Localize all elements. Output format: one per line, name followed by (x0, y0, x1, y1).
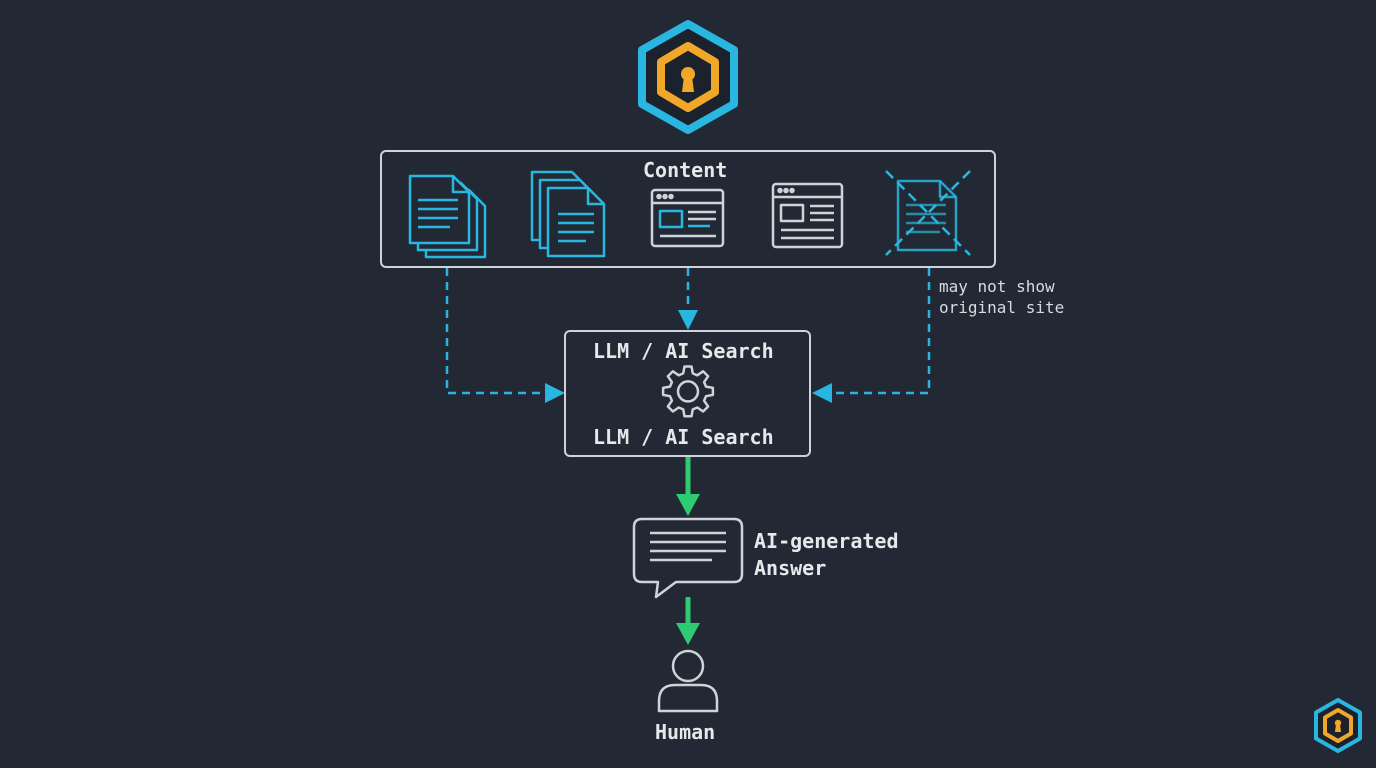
green-arrowhead (676, 623, 700, 645)
answer-label: AI-generated Answer (754, 528, 899, 582)
webpage-icon (771, 182, 844, 249)
side-note: may not show original site (939, 276, 1064, 318)
crossed-out-document-icon (885, 170, 971, 256)
llm-label-top: LLM / AI Search (593, 339, 774, 363)
dashed-connector-left (445, 268, 548, 395)
side-note-line-1: may not show (939, 277, 1055, 296)
human-label: Human (655, 720, 716, 744)
multi-page-document-icon (530, 170, 606, 258)
llm-label-bottom: LLM / AI Search (593, 425, 774, 449)
hexagon-keyhole-logo-icon (638, 20, 738, 134)
hexagon-keyhole-small-logo-icon (1314, 698, 1362, 753)
arrowhead-left (545, 383, 565, 403)
arrowhead-right (812, 383, 832, 403)
answer-label-line-2: Answer (754, 556, 827, 580)
stacked-document-icon (408, 174, 487, 259)
dashed-connector-right (830, 268, 931, 395)
green-arrowhead (676, 494, 700, 516)
person-icon (657, 649, 719, 713)
content-box (380, 150, 996, 268)
webpage-icon (650, 188, 725, 248)
content-title: Content (643, 158, 728, 182)
side-note-line-2: original site (939, 298, 1065, 317)
arrowhead-center (678, 310, 698, 330)
gear-icon (661, 365, 715, 418)
answer-label-line-1: AI-generated (754, 529, 899, 553)
llm-box (564, 330, 811, 457)
chat-bubble-icon (632, 517, 744, 599)
